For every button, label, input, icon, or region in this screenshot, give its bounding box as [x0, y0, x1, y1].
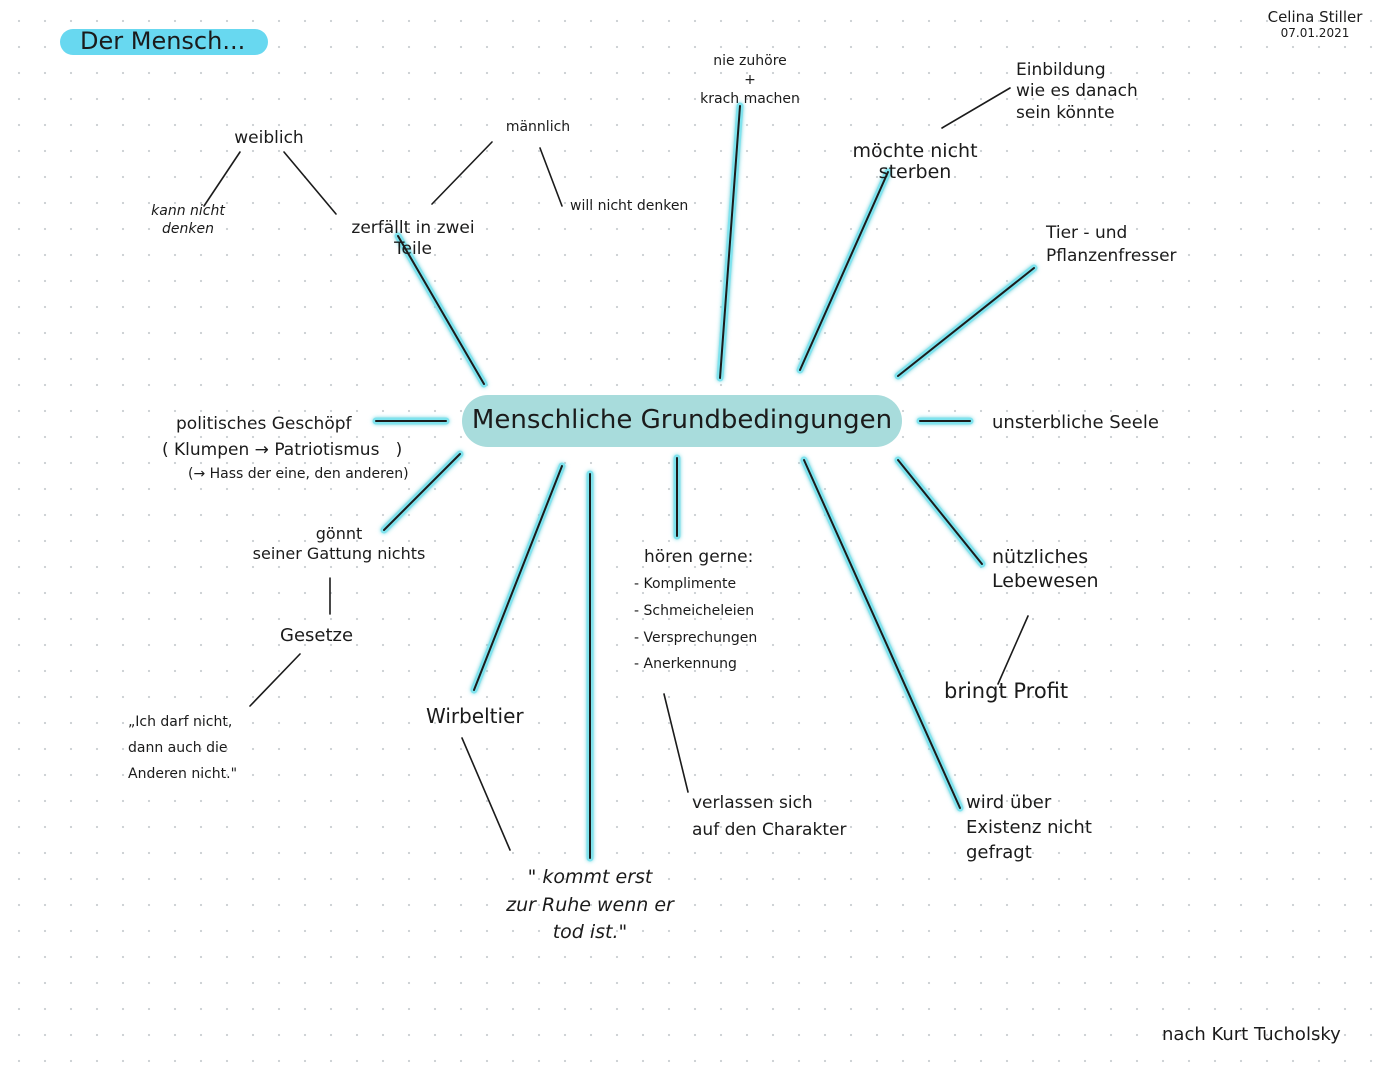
line-to-tier — [897, 267, 1035, 377]
line-maennlich-zerfaellt — [431, 141, 493, 205]
node-politisches-geschoepf: politisches Geschöpf — [176, 414, 352, 434]
node-gesetze: Gesetze — [280, 625, 354, 646]
line-nuetzliches-profit — [997, 615, 1029, 685]
line-moechte-einbildung — [941, 87, 1011, 129]
node-kommt-erst-zur-ruhe: " kommt erst zur Ruhe wenn er tod ist." — [506, 866, 674, 944]
node-will-nicht-denken: will nicht denken — [570, 198, 689, 214]
line-to-nuetzliches — [897, 459, 983, 565]
author-name: Celina Stiller — [1267, 8, 1363, 26]
node-kann-nicht-denken: kann nicht denken — [151, 203, 225, 237]
node-einbildung: Einbildung wie es danach sein könnte — [1016, 60, 1138, 123]
node-zerfaellt: zerfällt in zwei Teile — [351, 218, 475, 260]
title-highlight — [60, 29, 268, 55]
line-gesetze-zitat — [249, 653, 301, 707]
line-weiblich-kann — [203, 151, 241, 207]
node-goennt-nichts: gönnt seiner Gattung nichts — [252, 524, 426, 563]
node-klumpen-patriotismus: ( Klumpen → Patriotismus ) — [162, 440, 403, 460]
node-moechte-nicht-sterben: möchte nicht sterben — [852, 140, 978, 183]
line-to-nie-zuhoere — [719, 105, 741, 379]
date-label: 07.01.2021 — [1280, 26, 1350, 40]
list-item: - Komplimente — [634, 576, 737, 592]
page-title: Der Mensch... — [80, 27, 246, 55]
node-maennlich: männlich — [505, 119, 571, 135]
line-to-goennt — [383, 453, 461, 531]
line-weiblich-zerfaellt — [283, 151, 337, 215]
node-bringt-profit: bringt Profit — [944, 679, 1069, 703]
list-item: - Versprechungen — [634, 630, 758, 646]
line-maennlich-will — [539, 147, 563, 207]
node-zitat-darf-nicht: „Ich darf nicht, dann auch die Anderen n… — [128, 714, 238, 782]
line-to-wird-gefragt — [803, 459, 961, 809]
list-item: - Anerkennung — [634, 656, 737, 672]
line-hoeren-verlassen — [663, 693, 689, 793]
node-unsterbliche-seele: unsterbliche Seele — [992, 412, 1159, 433]
node-nie-zuhoere: nie zuhöre + krach machen — [700, 53, 800, 107]
node-nuetzliches-lebewesen: nützliches Lebewesen — [992, 546, 1099, 592]
line-to-wirbeltier — [473, 465, 563, 691]
list-item: - Schmeicheleien — [634, 603, 755, 619]
central-node — [462, 395, 902, 447]
node-wird-nicht-gefragt: wird über Existenz nicht gefragt — [966, 792, 1092, 864]
node-weiblich: weiblich — [234, 128, 304, 148]
line-to-zerfaellt — [397, 235, 485, 385]
node-tier-pflanzen: Tier - und Pflanzenfresser — [1046, 223, 1177, 266]
credit-label: nach Kurt Tucholsky — [1162, 1024, 1341, 1045]
line-to-moechte — [799, 171, 889, 371]
line-wirbeltier-kommt — [461, 737, 511, 851]
central-node-label: Menschliche Grundbedingungen — [471, 405, 893, 435]
node-hoeren-gerne: hören gerne: — [644, 547, 754, 567]
node-wirbeltier: Wirbeltier — [426, 704, 524, 728]
node-verlassen-charakter: verlassen sich auf den Charakter — [692, 793, 847, 841]
node-hass: (→ Hass der eine, den anderen) — [188, 466, 409, 482]
